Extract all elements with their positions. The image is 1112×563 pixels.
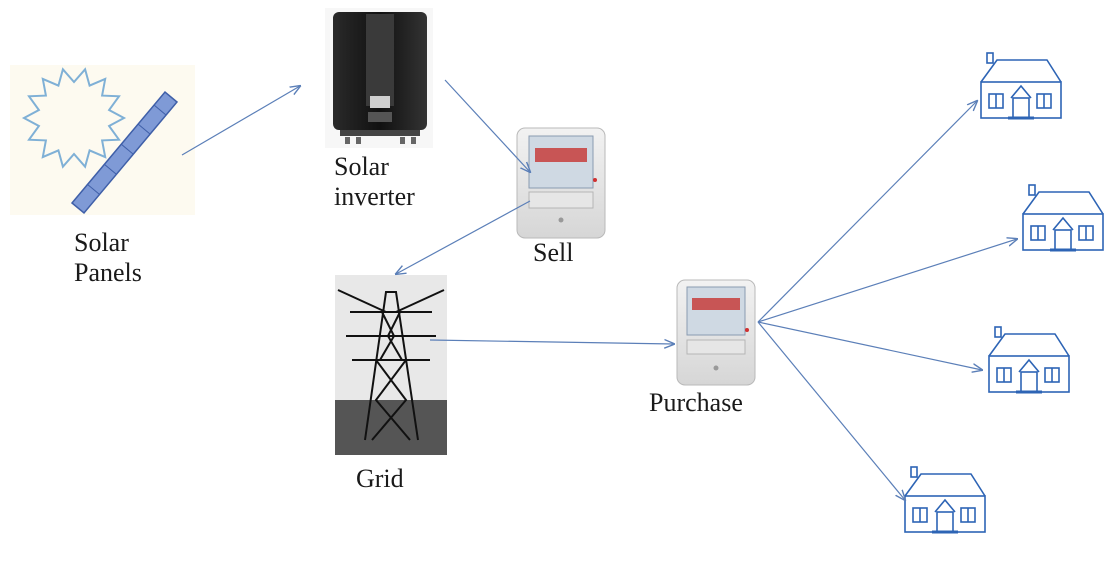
arrow-to-house-3 [757, 321, 982, 370]
solar-panels-label-line2: Panels [74, 258, 142, 287]
sell-meter-icon [516, 127, 606, 239]
house-icon-2 [1021, 183, 1105, 252]
arrow-panels-to-inverter [181, 86, 300, 156]
house-icon-1 [979, 51, 1063, 120]
solar-panels-label-line1: Solar [74, 228, 129, 257]
solar-inverter-label-line2: inverter [334, 182, 415, 211]
flow-arrows [181, 79, 1017, 500]
house-icon-3 [987, 325, 1071, 394]
arrow-grid-to-purchase [429, 340, 674, 344]
arrow-to-house-2 [757, 239, 1017, 323]
solar-inverter-label: Solar inverter [334, 152, 454, 212]
solar-panels-label: Solar Panels [74, 228, 184, 288]
sell-label: Sell [533, 238, 574, 267]
arrow-to-house-4 [757, 321, 905, 500]
purchase-meter-icon [676, 279, 756, 386]
purchase-label: Purchase [649, 388, 743, 417]
arrow-to-house-1 [757, 101, 977, 323]
panel-board [70, 90, 179, 215]
grid-tower-icon [335, 275, 447, 455]
solar-inverter-icon [325, 8, 433, 148]
solar-inverter-label-line1: Solar [334, 152, 389, 181]
arrow-sell-to-grid [396, 200, 531, 274]
sun-icon [21, 67, 127, 169]
solar-panel-icon [10, 65, 195, 215]
house-icon-4 [903, 465, 987, 534]
grid-label: Grid [356, 464, 404, 493]
arrow-inverter-to-sell [444, 79, 530, 172]
